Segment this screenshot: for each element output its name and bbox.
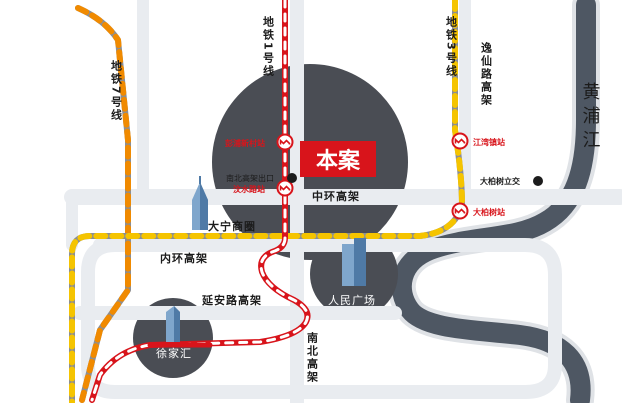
station-icon-pengpu xyxy=(276,133,294,151)
target-label: 本案 xyxy=(316,148,361,174)
metro-line-3 xyxy=(69,0,465,403)
label-nanbei: 南北高架 xyxy=(306,331,320,384)
label-jiangwan: 江湾镇站 xyxy=(473,137,505,147)
metro-line-7 xyxy=(75,5,131,403)
label-dabaishu: 大柏树站 xyxy=(473,207,505,217)
dabaishu-overpass-dot-icon xyxy=(533,176,543,186)
label-dabaishu-overpass: 大柏树立交 xyxy=(480,176,520,186)
label-line1: 地铁1号线 xyxy=(262,15,275,78)
ningguo-building-icon xyxy=(192,176,208,230)
huangpu-river-water xyxy=(391,0,596,403)
label-neihuan: 内环高架 xyxy=(160,251,208,265)
label-wenshui: 汶水路站 xyxy=(233,184,265,194)
label-zhonghuan: 中环高架 xyxy=(312,189,360,203)
road-network xyxy=(64,0,622,403)
label-line3: 地铁3号线 xyxy=(445,15,458,78)
label-yixian: 逸仙路高架 xyxy=(480,41,494,107)
peoples-square-building-icon xyxy=(342,238,366,286)
target-label-box xyxy=(300,141,376,177)
label-pengpu: 彭浦新村站 xyxy=(225,138,265,148)
label-river: 黄浦江 xyxy=(580,82,601,154)
road-neihuan xyxy=(81,238,562,399)
label-yanan: 延安路高架 xyxy=(201,293,262,307)
label-line7: 地铁7号线 xyxy=(110,59,123,122)
nanbei-exit-dot-icon xyxy=(287,173,297,183)
station-icon-wenshui xyxy=(276,179,294,197)
station-icon-jiangwan xyxy=(451,132,469,150)
station-icon-dabaishu xyxy=(451,202,469,220)
label-nanbei-exit: 南北高架出口 xyxy=(226,173,274,183)
label-ningguo: 大宁商圈 xyxy=(208,219,256,233)
label-xujiahui: 徐家汇 xyxy=(156,346,192,360)
xujiahui-building-icon xyxy=(166,306,180,342)
label-peoples-square: 人民广场 xyxy=(328,293,376,307)
